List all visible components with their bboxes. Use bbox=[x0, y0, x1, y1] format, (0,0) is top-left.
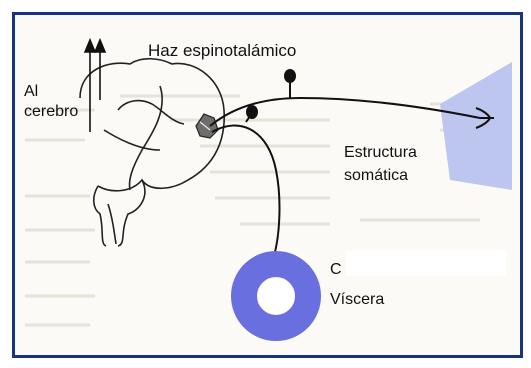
diagram-border bbox=[12, 12, 523, 358]
tract-label: Haz espinotalámico bbox=[148, 41, 296, 61]
viscera-label: Víscera bbox=[330, 290, 384, 310]
viscera-partial-label: C bbox=[330, 260, 342, 280]
to-brain-label-line2: cerebro bbox=[24, 102, 78, 122]
to-brain-label-line1: Al bbox=[24, 82, 38, 102]
somatic-label-line2: somática bbox=[344, 166, 408, 186]
somatic-label-line1: Estructura bbox=[344, 143, 417, 163]
